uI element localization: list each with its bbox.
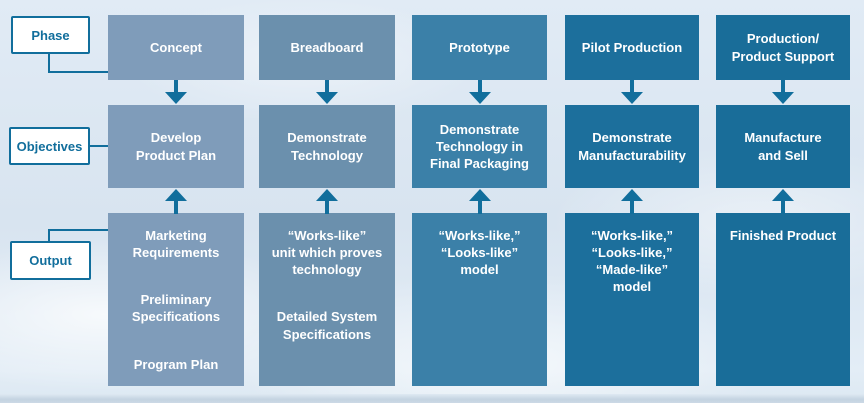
- output-item: Program Plan: [133, 356, 219, 372]
- output-item: Finished Product: [729, 228, 837, 243]
- output-connector-horizontal: [48, 229, 108, 231]
- phase-box-production-product-support: Production/ Product Support: [716, 15, 850, 80]
- objective-box-production-product-support: Manufacture and Sell: [716, 105, 850, 188]
- output-item: Marketing Requirements: [132, 228, 220, 261]
- output-item: “Works-like” unit which proves technolog…: [271, 228, 383, 278]
- output-item: “Works-like,” “Looks-like,” “Made-like” …: [590, 228, 674, 295]
- objectives-row-label: Objectives: [9, 127, 90, 165]
- output-item: “Works-like,” “Looks-like” model: [438, 228, 521, 278]
- objective-box-concept: Develop Product Plan: [108, 105, 244, 188]
- output-row-label: Output: [10, 241, 91, 280]
- output-box-concept: Marketing Requirements Preliminary Speci…: [108, 213, 244, 386]
- objective-box-prototype: Demonstrate Technology in Final Packagin…: [412, 105, 547, 188]
- objectives-connector: [90, 145, 108, 147]
- phase-box-concept: Concept: [108, 15, 244, 80]
- phase-connector-vertical: [48, 54, 50, 73]
- output-item: Preliminary Specifications: [131, 292, 221, 325]
- objective-box-breadboard: Demonstrate Technology: [259, 105, 395, 188]
- phase-connector-horizontal: [48, 71, 108, 73]
- output-box-prototype: “Works-like,” “Looks-like” model: [412, 213, 547, 386]
- phase-row-label: Phase: [11, 16, 90, 54]
- phase-box-prototype: Prototype: [412, 15, 547, 80]
- output-connector-vertical: [48, 229, 50, 242]
- output-box-production-product-support: Finished Product: [716, 213, 850, 386]
- bottom-band: [0, 394, 864, 403]
- output-box-pilot-production: “Works-like,” “Looks-like,” “Made-like” …: [565, 213, 699, 386]
- phase-box-pilot-production: Pilot Production: [565, 15, 699, 80]
- output-item: Detailed System Specifications: [276, 309, 378, 342]
- objective-box-pilot-production: Demonstrate Manufacturability: [565, 105, 699, 188]
- phase-box-breadboard: Breadboard: [259, 15, 395, 80]
- output-box-breadboard: “Works-like” unit which proves technolog…: [259, 213, 395, 386]
